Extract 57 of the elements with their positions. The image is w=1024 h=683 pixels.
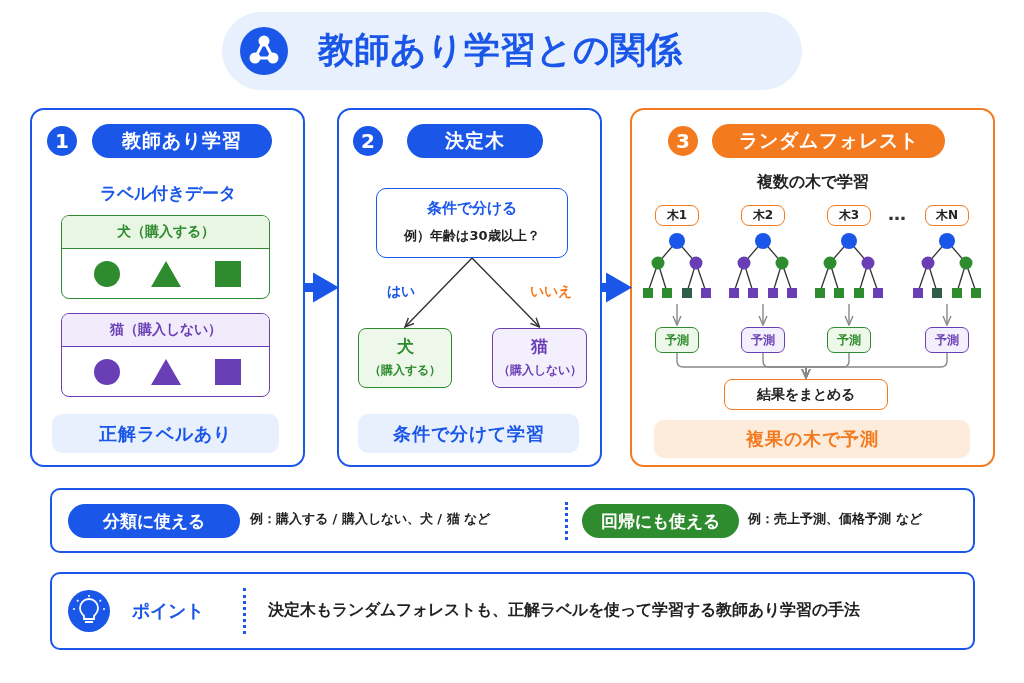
tree-label: 木2 — [741, 205, 785, 226]
prediction-box: 予測 — [655, 327, 699, 353]
prediction-box: 予測 — [741, 327, 785, 353]
heading-pill: 教師あり学習 — [92, 124, 272, 158]
summary-band: 複果の木で予測 — [654, 420, 970, 458]
heading-pill: ランダムフォレスト — [712, 124, 945, 158]
summary-band: 正解ラベルあり — [52, 414, 279, 453]
condition-example: 例）年齢は30歳以上？ — [402, 227, 541, 245]
leaf-box — [358, 328, 452, 388]
example-text: 例：購入する / 購入しない、犬 / 猫 など — [250, 510, 491, 528]
example-text: 例：売上予測、価格予測 など — [748, 510, 922, 528]
block-arrow — [305, 272, 339, 303]
arrow — [844, 303, 854, 326]
prediction-box: 予測 — [827, 327, 871, 353]
arrow — [471, 257, 541, 328]
point-heading: ポイント — [132, 599, 204, 623]
section-subtitle: ラベル付きデータ — [98, 182, 237, 205]
tree-label: 木1 — [655, 205, 699, 226]
arrow — [942, 303, 952, 326]
step-number: 3 — [668, 126, 698, 156]
leaf-label: 猫 — [530, 335, 549, 358]
tree-label: 木N — [925, 205, 969, 226]
leaf-box — [492, 328, 587, 388]
result-box: 結果をまとめる — [724, 379, 888, 410]
panel — [337, 108, 602, 467]
card-header: 猫（購入しない） — [62, 314, 269, 347]
heading-pill: 決定木 — [407, 124, 543, 158]
panel — [30, 108, 305, 467]
step-number: 2 — [353, 126, 383, 156]
condition-box — [376, 188, 568, 258]
title: 教師あり学習との関係 — [318, 28, 682, 72]
card-header: 犬（購入する） — [62, 216, 269, 249]
data-card — [61, 313, 270, 397]
panel — [630, 108, 995, 467]
arrow — [801, 352, 948, 379]
summary-band: 条件で分けて学習 — [358, 414, 579, 453]
arrow — [672, 303, 682, 326]
label-pill: 分類に使える — [68, 504, 240, 538]
leaf-note: （購入しない） — [496, 362, 583, 379]
step-number: 1 — [47, 126, 77, 156]
arrow — [404, 257, 473, 328]
block-arrow — [602, 272, 632, 303]
tree-label: 木3 — [827, 205, 871, 226]
prediction-box: 予測 — [925, 327, 969, 353]
leaf-label: 犬 — [395, 335, 415, 358]
data-card — [61, 215, 270, 299]
point-text: 決定木もランダムフォレストも、正解ラベルを使って学習する教師あり学習の手法 — [268, 600, 860, 621]
condition-title: 条件で分ける — [426, 199, 518, 218]
section-subtitle: 複数の木で学習 — [755, 172, 870, 193]
label-pill: 回帰にも使える — [582, 504, 739, 538]
ellipsis: … — [888, 203, 906, 224]
edge-label: はい — [384, 283, 417, 301]
info-box — [50, 572, 975, 650]
arrow — [758, 303, 768, 326]
edge-label: いいえ — [527, 283, 574, 301]
info-box — [50, 488, 975, 553]
leaf-note: （購入する） — [368, 362, 442, 379]
